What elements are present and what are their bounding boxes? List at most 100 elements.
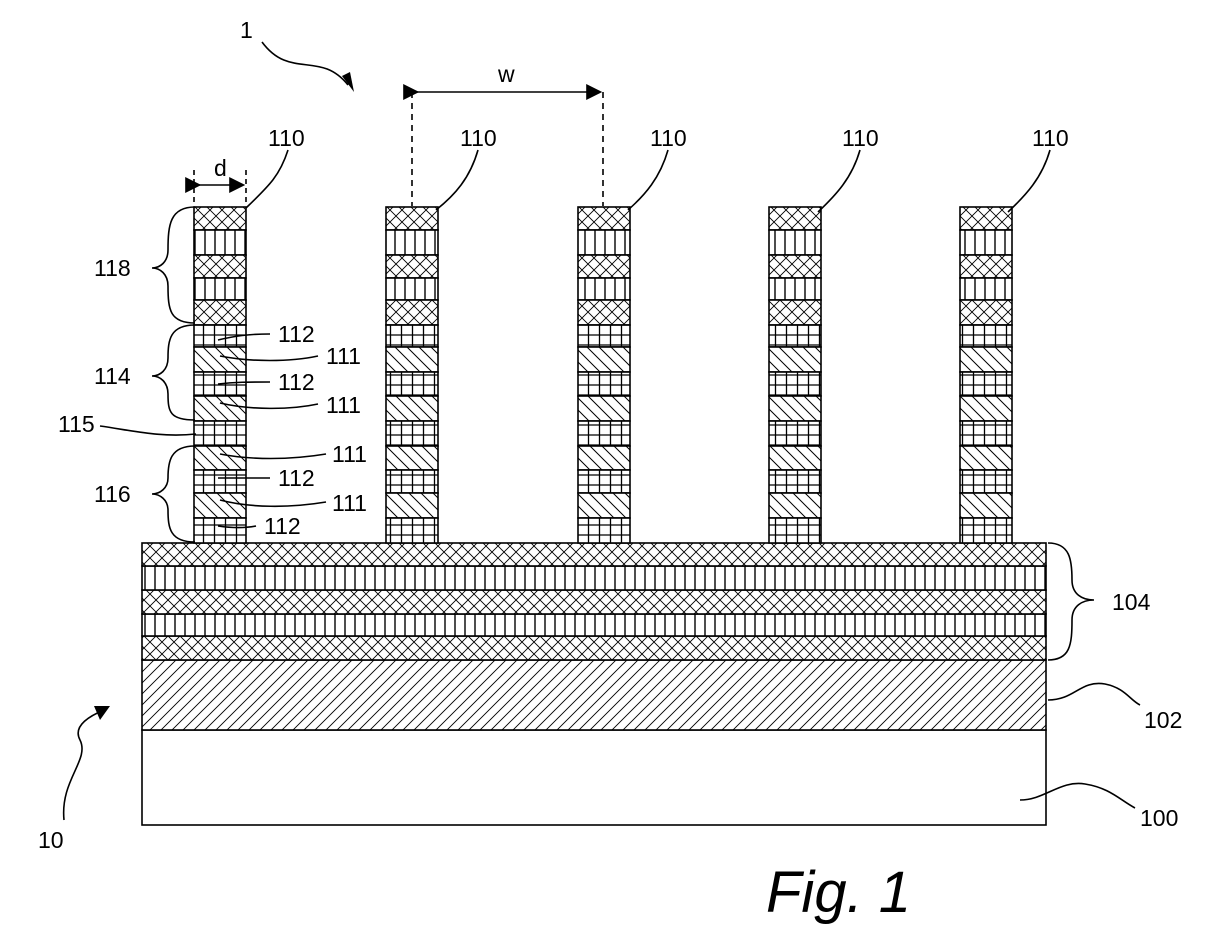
nanowire-segment: [386, 372, 438, 396]
nanowire-segment: [769, 421, 821, 446]
nanowire-segment: [386, 278, 438, 300]
nanowire-segment: [386, 255, 438, 278]
nanowire-segment: [578, 421, 630, 446]
nanowire-segment: [960, 300, 1012, 325]
nanowire-3: [578, 207, 630, 543]
nanowire-segment: [769, 493, 821, 518]
leader-115: [100, 426, 196, 435]
nanowire-segment: [194, 518, 246, 543]
nanowire-array: [194, 207, 1012, 543]
buffer-layer: [142, 660, 1046, 730]
nanowire-segment: [386, 518, 438, 543]
nanowire-segment: [769, 230, 821, 255]
label-nanowire-4: 110: [842, 125, 879, 151]
nanowire-segment: [386, 347, 438, 372]
label-section-middle: 114: [94, 363, 131, 389]
nanowire-segment: [194, 493, 246, 518]
nanowire-segment: [960, 325, 1012, 347]
label-layer-111-c: 111: [332, 441, 367, 467]
brace-104: [1048, 543, 1094, 660]
leader-110-1: [246, 150, 288, 208]
leader-110-3: [628, 150, 668, 210]
nanowire-segment: [960, 470, 1012, 493]
substrate-layer: [142, 730, 1046, 825]
stack-layer-4: [142, 614, 1046, 636]
nanowire-segment: [386, 230, 438, 255]
nanowire-segment: [194, 300, 246, 325]
nanowire-segment: [769, 207, 821, 230]
label-layer-111-a: 111: [326, 343, 361, 369]
nanowire-4: [769, 207, 821, 543]
nanowire-segment: [194, 255, 246, 278]
nanowire-segment: [769, 347, 821, 372]
nanowire-segment: [960, 518, 1012, 543]
nanowire-segment: [386, 207, 438, 230]
label-substrate-structure: 10: [38, 827, 64, 853]
nanowire-segment: [960, 396, 1012, 421]
substrate-pointer: [64, 710, 104, 820]
nanowire-segment: [769, 255, 821, 278]
nanowire-segment: [578, 230, 630, 255]
nanowire-segment: [194, 446, 246, 470]
nanowire-segment: [386, 396, 438, 421]
label-nanowire-1: 110: [268, 125, 305, 151]
label-width: w: [497, 61, 515, 87]
nanowire-segment: [769, 278, 821, 300]
nanowire-segment: [578, 300, 630, 325]
nanowire-segment: [194, 278, 246, 300]
nanowire-segment: [386, 421, 438, 446]
stack-layer-3: [142, 590, 1046, 614]
nanowire-segment: [769, 518, 821, 543]
nanowire-segment: [578, 207, 630, 230]
leader-110-2: [436, 150, 478, 210]
label-layer-112-c: 112: [278, 465, 315, 491]
nanowire-segment: [194, 396, 246, 421]
nanowire-segment: [960, 278, 1012, 300]
nanowire-segment: [194, 207, 246, 230]
nanowire-segment: [386, 300, 438, 325]
nanowire-segment: [960, 230, 1012, 255]
nanowire-segment: [769, 372, 821, 396]
label-section-bottom: 116: [94, 481, 131, 507]
nanowire-segment: [960, 446, 1012, 470]
nanowire-segment: [578, 470, 630, 493]
nanowire-segment: [194, 230, 246, 255]
nanowire-segment: [769, 325, 821, 347]
nanowire-segment: [960, 372, 1012, 396]
nanowire-segment: [386, 493, 438, 518]
nanowire-segment: [578, 518, 630, 543]
nanowire-segment: [960, 493, 1012, 518]
nanowire-segment: [578, 278, 630, 300]
nanowire-segment: [194, 470, 246, 493]
nanowire-segment: [386, 325, 438, 347]
label-section-junction: 115: [58, 411, 95, 437]
nanowire-segment: [578, 446, 630, 470]
nanowire-segment: [578, 396, 630, 421]
nanowire-segment: [386, 470, 438, 493]
nanowire-segment: [769, 396, 821, 421]
brace-116: [152, 446, 195, 542]
nanowire-segment: [960, 207, 1012, 230]
stack-layer-1: [142, 543, 1046, 566]
substrate-structure: [142, 543, 1046, 825]
label-buffer: 102: [1144, 707, 1182, 733]
nanowire-segment: [960, 347, 1012, 372]
figure-caption: Fig. 1: [766, 860, 911, 925]
label-section-top: 118: [94, 255, 131, 281]
label-substrate: 100: [1140, 805, 1178, 831]
device-pointer-head: [342, 72, 354, 92]
device-pointer: [262, 42, 348, 85]
label-diameter: d: [214, 155, 227, 181]
label-layer-112-b: 112: [278, 369, 315, 395]
label-device: 1: [240, 17, 253, 43]
nanowire-segment: [769, 300, 821, 325]
nanowire-segment: [578, 347, 630, 372]
stack-layer-5: [142, 636, 1046, 660]
nanowire-segment: [194, 421, 246, 446]
brace-114: [152, 325, 195, 420]
leader-110-4: [818, 150, 860, 212]
label-nanowire-3: 110: [650, 125, 687, 151]
stack-layer-2: [142, 566, 1046, 590]
nanowire-segment: [960, 255, 1012, 278]
